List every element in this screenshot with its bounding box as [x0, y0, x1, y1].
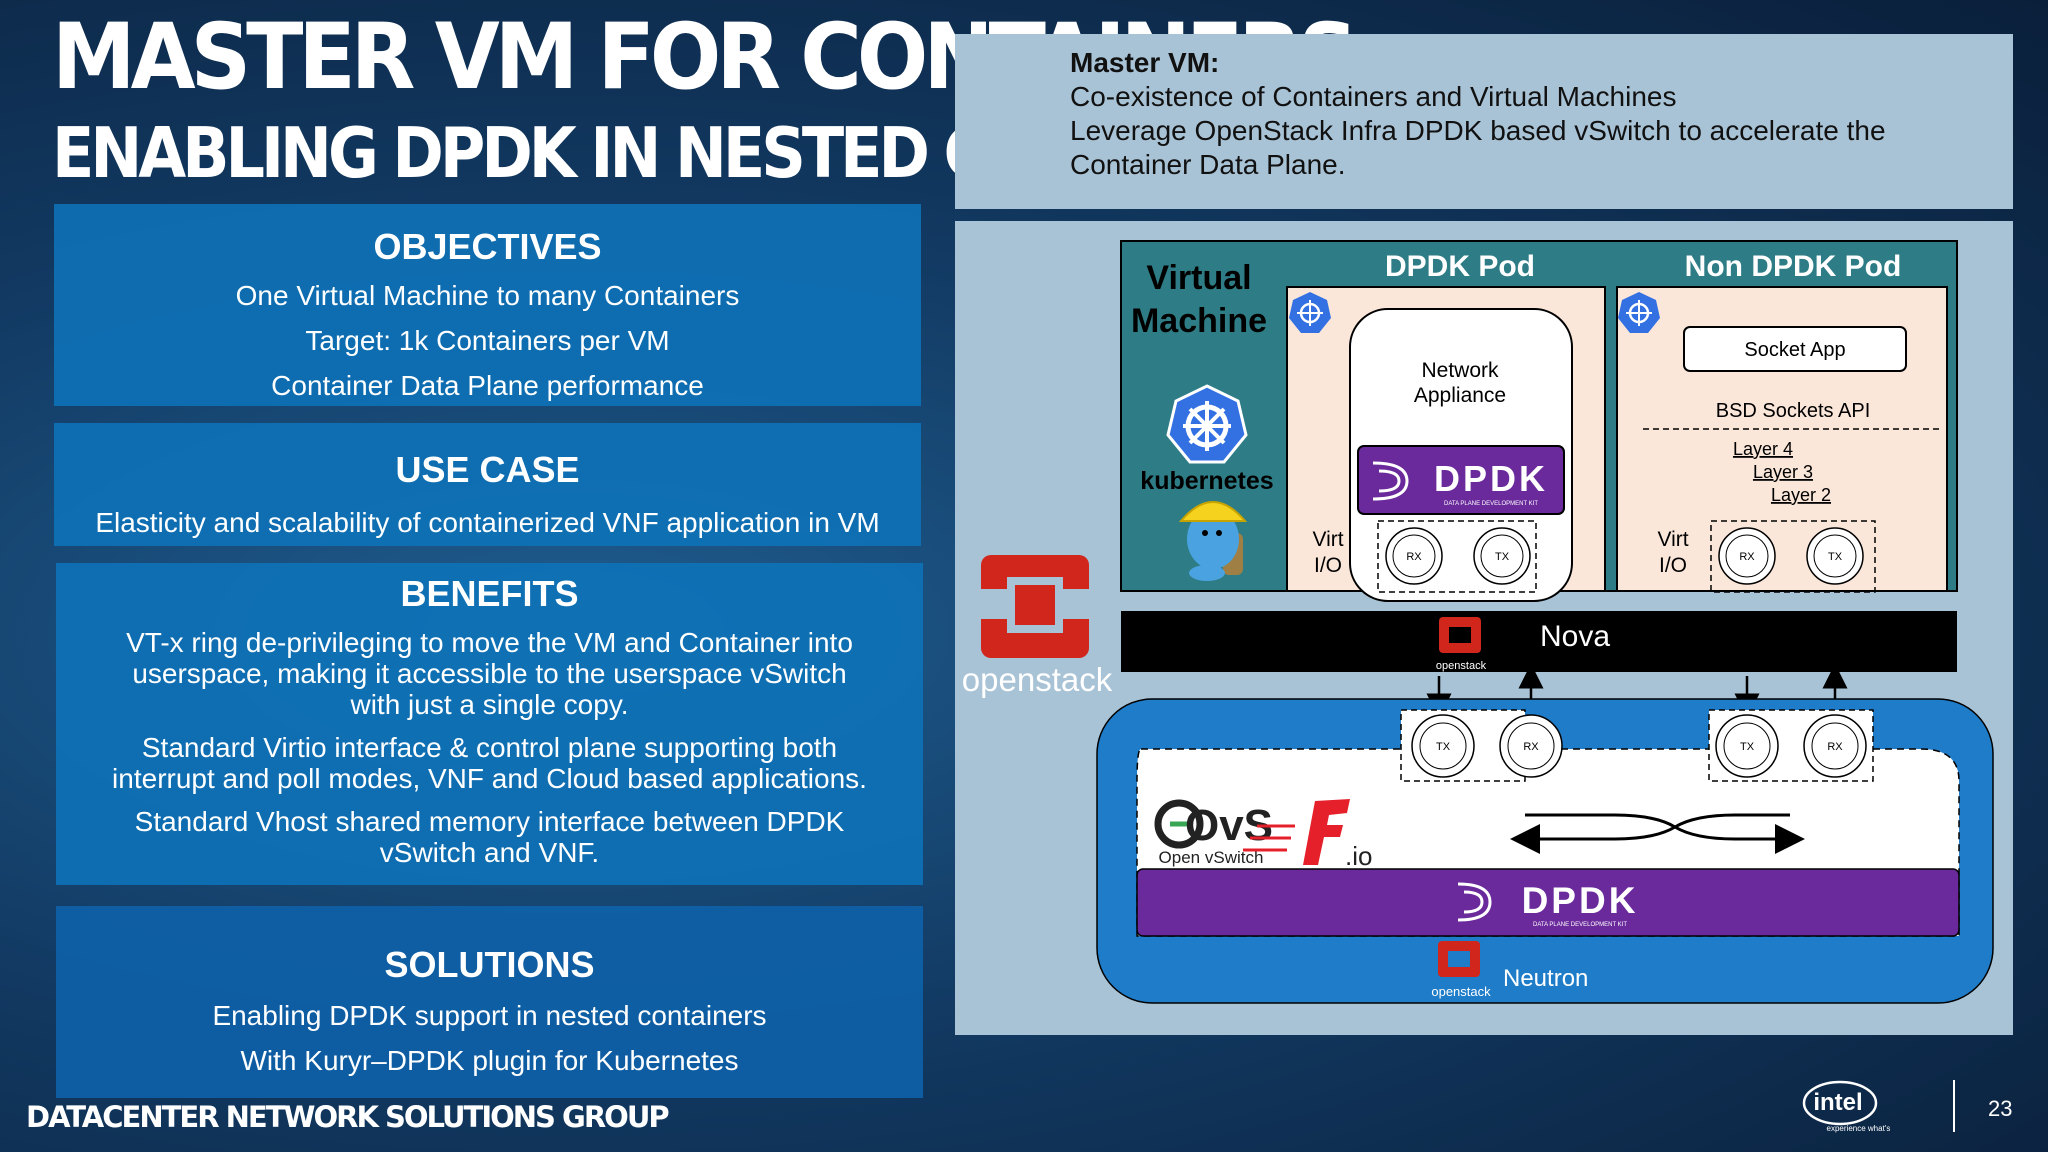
diagram-svg: Virtual Machine kubernetes DPDK Pod Netw…: [962, 240, 1994, 1004]
ovs-logo-subtext: Open vSwitch: [1159, 848, 1264, 867]
rx-port-icon: [1803, 714, 1867, 778]
vm-label: Virtual: [1146, 259, 1251, 297]
socket-app-box: [1683, 326, 1907, 372]
dpdk-bar-subtext: DATA PLANE DEVELOPMENT KIT: [1533, 922, 1627, 928]
kubernetes-small-icon: [1618, 292, 1660, 333]
solutions-item: Enabling DPDK support in nested containe…: [212, 1000, 767, 1031]
nova-bar: [1121, 611, 1957, 672]
dpdk-bar: [1136, 868, 1960, 937]
kubernetes-small-icon: [1289, 292, 1331, 333]
dpdk-logo-subtext: DATA PLANE DEVELOPMENT KIT: [1444, 501, 1538, 507]
rx-port-icon: [1385, 527, 1443, 585]
master-vm-line: Leverage OpenStack Infra DPDK based vSwi…: [1070, 115, 1886, 146]
socket-app-label: Socket App: [1744, 339, 1845, 361]
benefits-panel: BENEFITS VT-x ring de-privileging to mov…: [56, 563, 923, 885]
openstack-logo-large-icon: [981, 555, 1089, 658]
openstack-logo-icon: [1439, 617, 1481, 653]
objectives-item: Target: 1k Containers per VM: [305, 325, 670, 356]
fdio-logo-icon: [1243, 799, 1350, 865]
openstack-large-label: openstack: [962, 661, 1113, 698]
footer-group-name: DATACENTER NETWORK SOLUTIONS GROUP: [26, 1100, 670, 1134]
virtio-label: I/O: [1314, 554, 1342, 577]
benefits-item: Standard Virtio interface & control plan…: [112, 732, 867, 794]
bsd-sockets-label: BSD Sockets API: [1716, 400, 1871, 422]
master-vm-line: Container Data Plane.: [1070, 149, 1346, 180]
tx-label: TX: [1740, 741, 1755, 753]
tx-label: TX: [1436, 741, 1451, 753]
objectives-title: OBJECTIVES: [373, 226, 602, 267]
kubernetes-label: kubernetes: [1140, 467, 1273, 495]
dpdk-bar-text: DPDK: [1522, 880, 1639, 921]
solutions-item: With Kuryr–DPDK plugin for Kubernetes: [240, 1045, 739, 1076]
dpdk-swirl-icon: [1372, 461, 1409, 501]
virtio-port-group: [1377, 520, 1537, 593]
use-case-item: Elasticity and scalability of containeri…: [95, 507, 880, 538]
rx-label: RX: [1739, 551, 1755, 563]
virtio-label: Virt: [1312, 528, 1343, 551]
intel-tagline: experience what's inside: [1827, 1124, 1890, 1133]
virtio-label: I/O: [1659, 554, 1687, 577]
rx-label: RX: [1406, 551, 1422, 563]
footer-divider: [1953, 1080, 1955, 1132]
intel-logo-text: intel: [1813, 1089, 1862, 1116]
architecture-diagram: Virtual Machine kubernetes DPDK Pod Netw…: [955, 221, 2013, 1035]
ovs-logo-icon: [1154, 799, 1204, 849]
dpdk-logo-box: [1357, 445, 1565, 515]
page-number: 23: [1988, 1096, 2013, 1121]
openstack-label: openstack: [1436, 660, 1487, 672]
objectives-item: Container Data Plane performance: [271, 370, 704, 401]
tx-port-icon: [1411, 714, 1475, 778]
kuryr-mascot-icon: [1178, 501, 1248, 581]
master-vm-line: Co-existence of Containers and Virtual M…: [1070, 81, 1677, 112]
solutions-panel: SOLUTIONS Enabling DPDK support in neste…: [56, 906, 923, 1098]
layer-label: Layer 3: [1753, 462, 1813, 482]
rx-label: RX: [1827, 741, 1843, 753]
kubernetes-logo-icon: [1166, 384, 1248, 464]
switching-arrow: [1510, 813, 1790, 854]
network-appliance-label: Appliance: [1414, 384, 1506, 407]
intel-logo-icon: intel experience what's inside: [1800, 1076, 1914, 1140]
non-dpdk-pod-label: Non DPDK Pod: [1685, 250, 1902, 283]
neutron-label: Neutron: [1503, 965, 1588, 992]
dpdk-pod-label: DPDK Pod: [1385, 250, 1535, 283]
tx-port-icon: [1473, 527, 1531, 585]
tx-label: TX: [1828, 551, 1843, 563]
network-appliance-label: Network: [1421, 359, 1499, 382]
use-case-panel: USE CASE Elasticity and scalability of c…: [54, 423, 921, 546]
openstack-label: openstack: [1431, 984, 1491, 999]
solutions-title: SOLUTIONS: [384, 944, 595, 985]
use-case-title: USE CASE: [395, 449, 580, 490]
tx-port-icon: [1715, 714, 1779, 778]
rx-label: RX: [1523, 741, 1539, 753]
tx-label: TX: [1495, 551, 1510, 563]
master-vm-box: Master VM: Co-existence of Containers an…: [955, 34, 2013, 209]
layer-label: Layer 2: [1771, 485, 1831, 505]
objectives-item: One Virtual Machine to many Containers: [235, 280, 740, 311]
rx-port-icon: [1718, 527, 1776, 585]
vm-label: Machine: [1131, 302, 1267, 340]
virtio-port-group: [1710, 520, 1876, 593]
benefits-title: BENEFITS: [400, 573, 579, 614]
fdio-logo-text: .io: [1345, 841, 1372, 871]
tx-port-icon: [1806, 527, 1864, 585]
dpdk-swirl-icon: [1457, 882, 1492, 922]
master-vm-heading: Master VM:: [1070, 47, 1220, 78]
dpdk-logo-text: DPDK: [1434, 458, 1548, 499]
nova-label: Nova: [1540, 620, 1610, 653]
benefits-item: Standard Vhost shared memory interface b…: [134, 806, 845, 868]
layer-label: Layer 4: [1733, 439, 1793, 459]
benefits-item: VT-x ring de-privileging to move the VM …: [126, 627, 853, 720]
objectives-panel: OBJECTIVES One Virtual Machine to many C…: [54, 204, 921, 406]
openstack-logo-icon: [1438, 941, 1480, 977]
virtio-label: Virt: [1657, 528, 1688, 551]
rx-port-icon: [1499, 714, 1563, 778]
